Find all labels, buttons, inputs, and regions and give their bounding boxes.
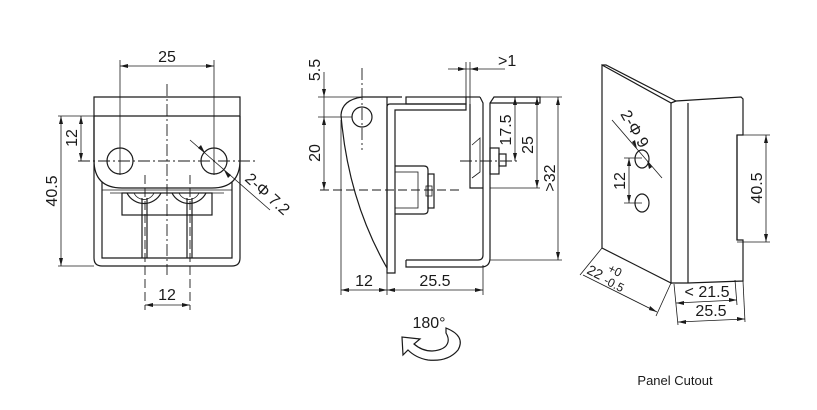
- dim-height: 40.5: [44, 175, 61, 206]
- arrow: [649, 306, 657, 312]
- arrow: [59, 116, 63, 124]
- lever-outline: [340, 96, 402, 271]
- bracket: [386, 103, 467, 274]
- latch-plate: [469, 104, 483, 189]
- arrow: [341, 288, 349, 292]
- dim-screw-spacing: 12: [158, 287, 176, 304]
- arrow: [322, 182, 326, 190]
- bottom-plate: [405, 96, 541, 268]
- arrow: [729, 298, 737, 302]
- panel-cutout-view: 2-Φ 9 12 40.5 22 +0 -0.5 < 21.5 2: [579, 63, 770, 388]
- dim-left: 12: [355, 273, 373, 290]
- arrow: [470, 67, 478, 71]
- panel-dim-line-22: [582, 274, 658, 313]
- side-nut: [427, 173, 435, 209]
- rotation-label: 180°: [412, 315, 445, 332]
- dim-17-5: 17.5: [498, 114, 515, 145]
- panel-dim-ext-bottom-right: [742, 280, 746, 323]
- dim-hole-dia: 2-Φ 7.2: [241, 170, 292, 219]
- bolt: [498, 153, 507, 167]
- panel-dim-line-21-5: [675, 299, 738, 304]
- front-view: 25 12 40.5 2-Φ 7.2 12: [44, 49, 293, 310]
- dim-panel-thickness: >32: [542, 164, 559, 191]
- panel-right-face: [670, 96, 744, 284]
- arrow: [676, 301, 684, 305]
- dim-25: 25: [520, 136, 537, 154]
- panel-dim-edge-tol-upper: +0: [606, 261, 625, 280]
- dim-hole-spacing: 25: [158, 49, 176, 66]
- panel-dim-ext-edge-b: [655, 282, 672, 317]
- screw-head-right: [171, 192, 207, 205]
- latch-wedge: [471, 137, 481, 179]
- panel-cutout-caption: Panel Cutout: [637, 373, 713, 388]
- arrow: [59, 258, 63, 266]
- panel-dim-cutout-height: 40.5: [749, 172, 766, 203]
- side-view: 5.5 20 >1 17.5 25 >32: [307, 53, 562, 361]
- arrow: [627, 158, 631, 166]
- panel-dim-inner-width: < 21.5: [685, 284, 730, 301]
- arrow: [764, 234, 768, 242]
- arrow: [79, 116, 83, 124]
- arrow: [678, 320, 686, 324]
- screw-head-left: [126, 192, 162, 205]
- screw-head-left-inner: [133, 192, 155, 200]
- side-screw: [425, 185, 433, 197]
- panel-dim-edge-tol-lower: -0.5: [602, 273, 627, 295]
- panel-dim-outer-width: 25.5: [695, 303, 726, 320]
- arrow: [764, 135, 768, 143]
- panel-dim-hole-spacing: 12: [612, 172, 629, 190]
- screw-head-right-inner: [178, 192, 200, 200]
- dim-top-offset: 5.5: [307, 59, 324, 81]
- arrow: [475, 288, 483, 292]
- arrow: [182, 303, 190, 307]
- arrow: [322, 89, 326, 97]
- arrow: [145, 303, 153, 307]
- arrow: [632, 140, 637, 149]
- arrow: [379, 288, 387, 292]
- arrow: [627, 195, 631, 203]
- dim-hole-offset: 12: [64, 129, 81, 147]
- arrow: [224, 170, 231, 178]
- arrow: [206, 64, 214, 68]
- arrow: [198, 145, 205, 153]
- arrow: [556, 97, 560, 105]
- dim-clearance: >1: [498, 53, 516, 70]
- dim-pivot-height: 20: [307, 144, 324, 162]
- arrow: [535, 180, 539, 188]
- arrow: [120, 64, 128, 68]
- panel-dim-edge-nominal: 22: [585, 261, 606, 282]
- rotation-arrow-icon: [401, 327, 461, 361]
- arrow: [535, 97, 539, 105]
- panel-hole-upper: [634, 149, 650, 169]
- panel-dim-ext-bottom-mid: [734, 279, 738, 306]
- arrow: [387, 288, 395, 292]
- front-inner-frame: [101, 182, 233, 259]
- panel-dim-ext-edge-a: [579, 247, 603, 276]
- top-bar: [405, 96, 467, 105]
- panel-dim-line-25-5: [677, 318, 746, 323]
- dim-depth: 25.5: [419, 273, 450, 290]
- arrow: [79, 153, 83, 161]
- front-body-outline: [93, 96, 241, 267]
- arrow: [458, 67, 466, 71]
- arrow: [513, 153, 517, 161]
- panel-dim-ext-bottom-left: [673, 283, 679, 326]
- arrow: [737, 317, 745, 321]
- arrow: [322, 117, 326, 125]
- arrow: [556, 252, 560, 260]
- arrow: [647, 160, 652, 169]
- panel-dim-hole-dia: 2-Φ 9: [617, 108, 652, 152]
- arrow: [513, 97, 517, 105]
